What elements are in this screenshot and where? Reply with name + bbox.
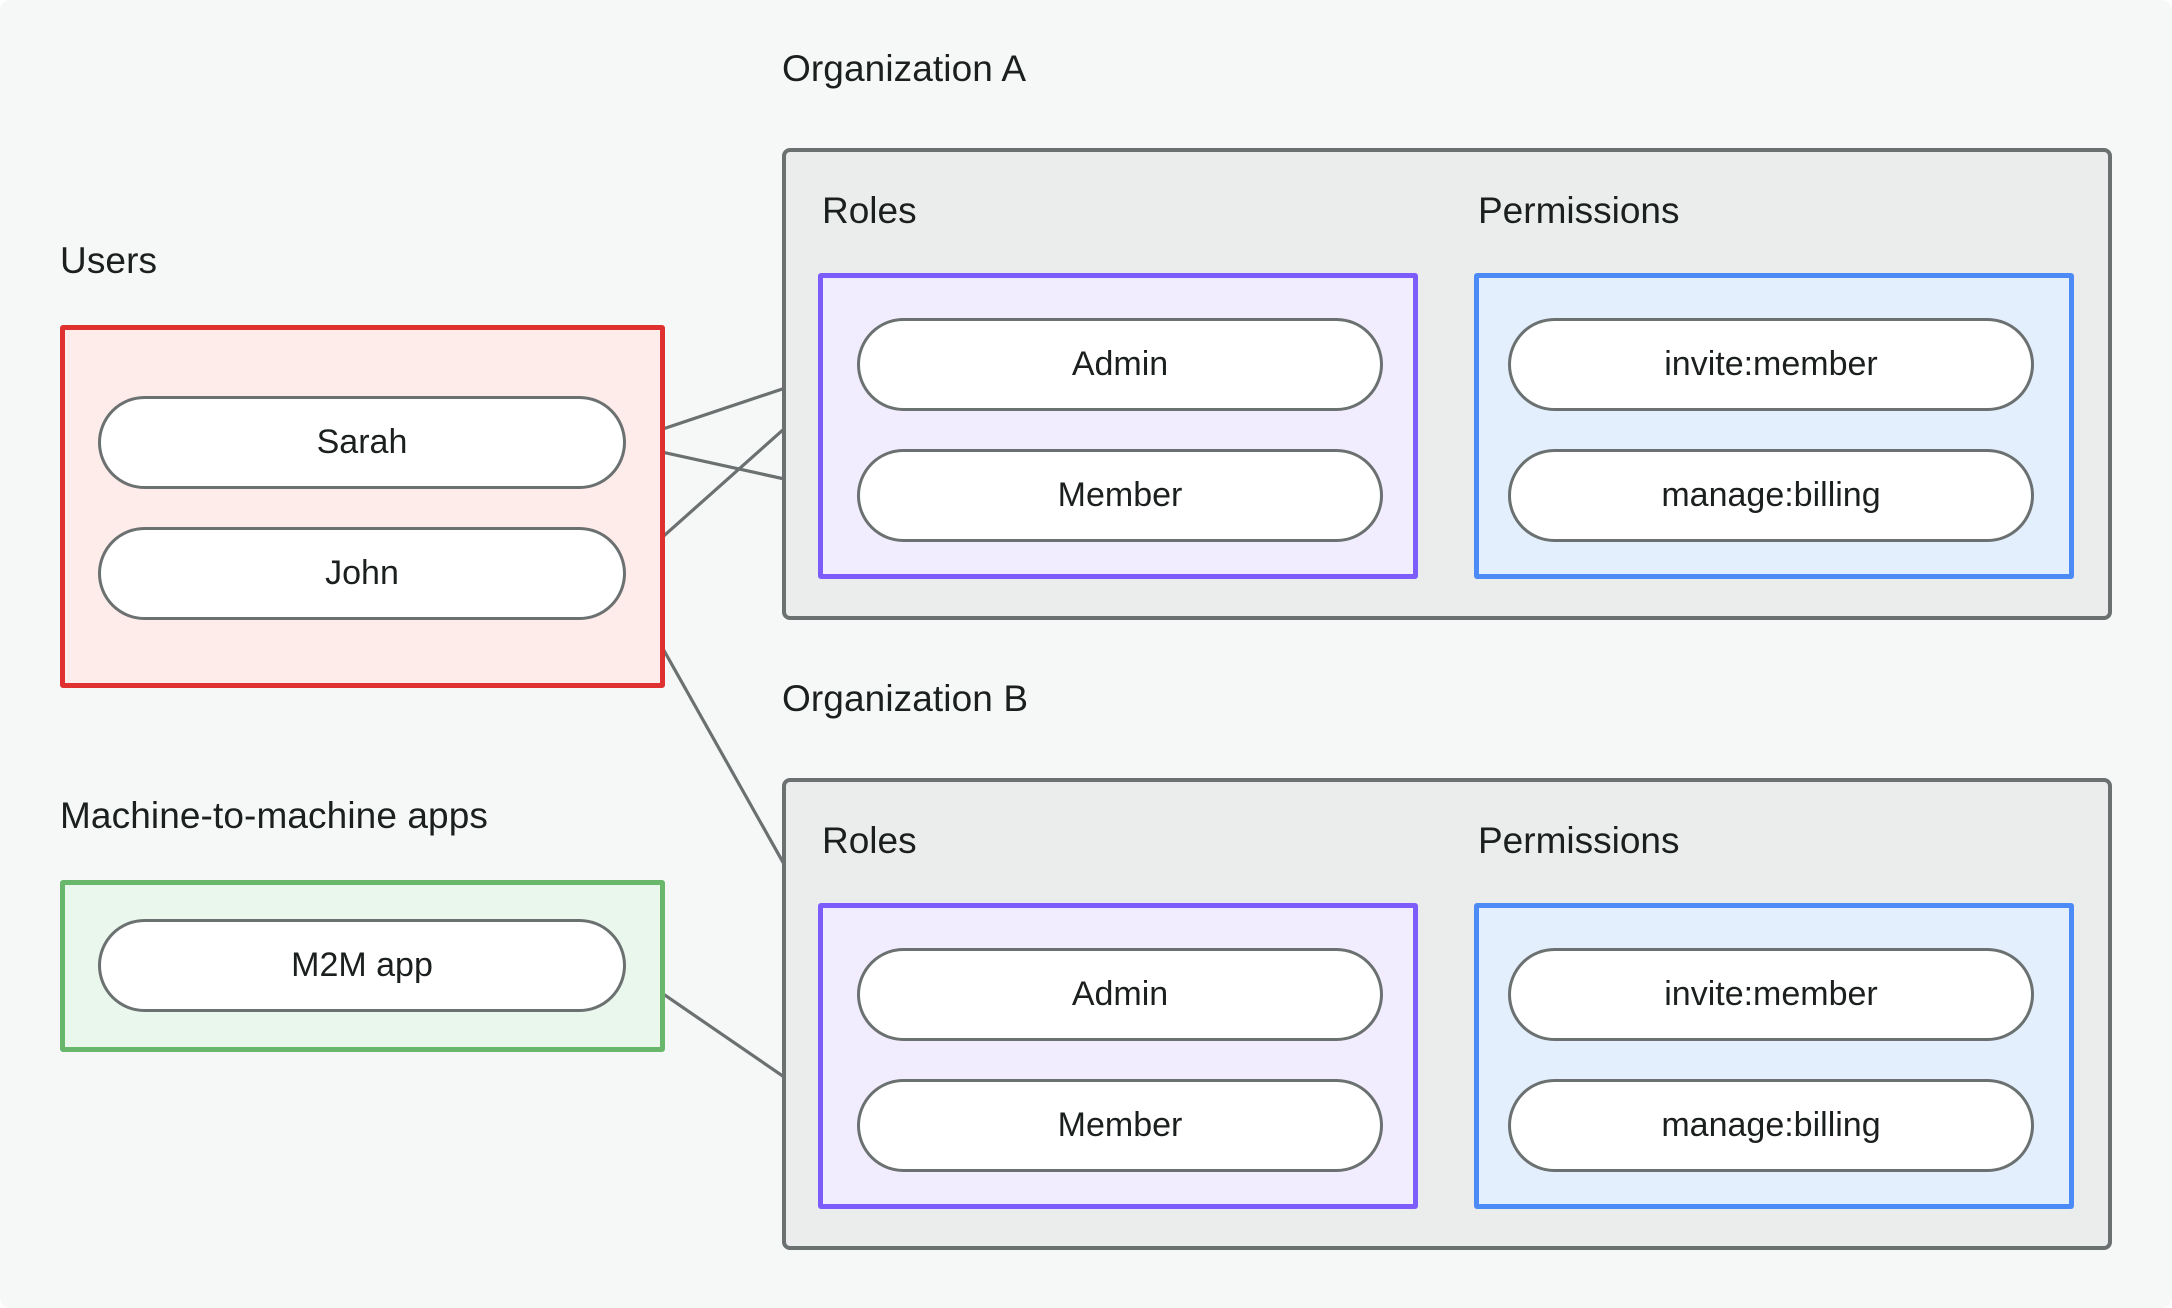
- organization-b-permission-invite-member[interactable]: invite:member: [1508, 948, 2034, 1041]
- organization-a-permission-invite-member-label: invite:member: [1664, 345, 1878, 383]
- users-group-title: Users: [60, 240, 158, 281]
- user-node-sarah[interactable]: Sarah: [98, 396, 626, 489]
- organization-a-role-admin[interactable]: Admin: [857, 318, 1383, 411]
- organization-b-role-member[interactable]: Member: [857, 1079, 1383, 1172]
- organization-a-permission-invite-member[interactable]: invite:member: [1508, 318, 2034, 411]
- organization-a-role-member[interactable]: Member: [857, 449, 1383, 542]
- organization-b-role-admin[interactable]: Admin: [857, 948, 1383, 1041]
- user-node-john[interactable]: John: [98, 527, 626, 620]
- organization-a-permission-manage-billing-label: manage:billing: [1661, 476, 1881, 514]
- organization-b-permission-manage-billing-label: manage:billing: [1661, 1106, 1881, 1144]
- organization-b-permission-manage-billing[interactable]: manage:billing: [1508, 1079, 2034, 1172]
- m2m-group-title: Machine-to-machine apps: [60, 795, 489, 836]
- m2m-node-app-label: M2M app: [291, 946, 433, 984]
- m2m-node-app[interactable]: M2M app: [98, 919, 626, 1012]
- users-group-box: [60, 325, 665, 688]
- organization-b-title: Organization B: [782, 678, 1029, 719]
- user-node-john-label: John: [325, 554, 399, 592]
- organization-b-role-member-label: Member: [1057, 1106, 1183, 1144]
- organization-a-role-member-label: Member: [1057, 476, 1183, 514]
- organization-b-permission-invite-member-label: invite:member: [1664, 975, 1878, 1013]
- organization-b-roles-label: Roles: [822, 820, 917, 861]
- organization-b-role-admin-label: Admin: [1071, 975, 1169, 1013]
- organization-b-permissions-label: Permissions: [1478, 820, 1680, 861]
- user-node-sarah-label: Sarah: [316, 423, 408, 461]
- organization-a-roles-label: Roles: [822, 190, 917, 231]
- organization-a-title: Organization A: [782, 48, 1027, 89]
- organization-a-role-admin-label: Admin: [1071, 345, 1169, 383]
- organization-a-permission-manage-billing[interactable]: manage:billing: [1508, 449, 2034, 542]
- organization-a-permissions-label: Permissions: [1478, 190, 1680, 231]
